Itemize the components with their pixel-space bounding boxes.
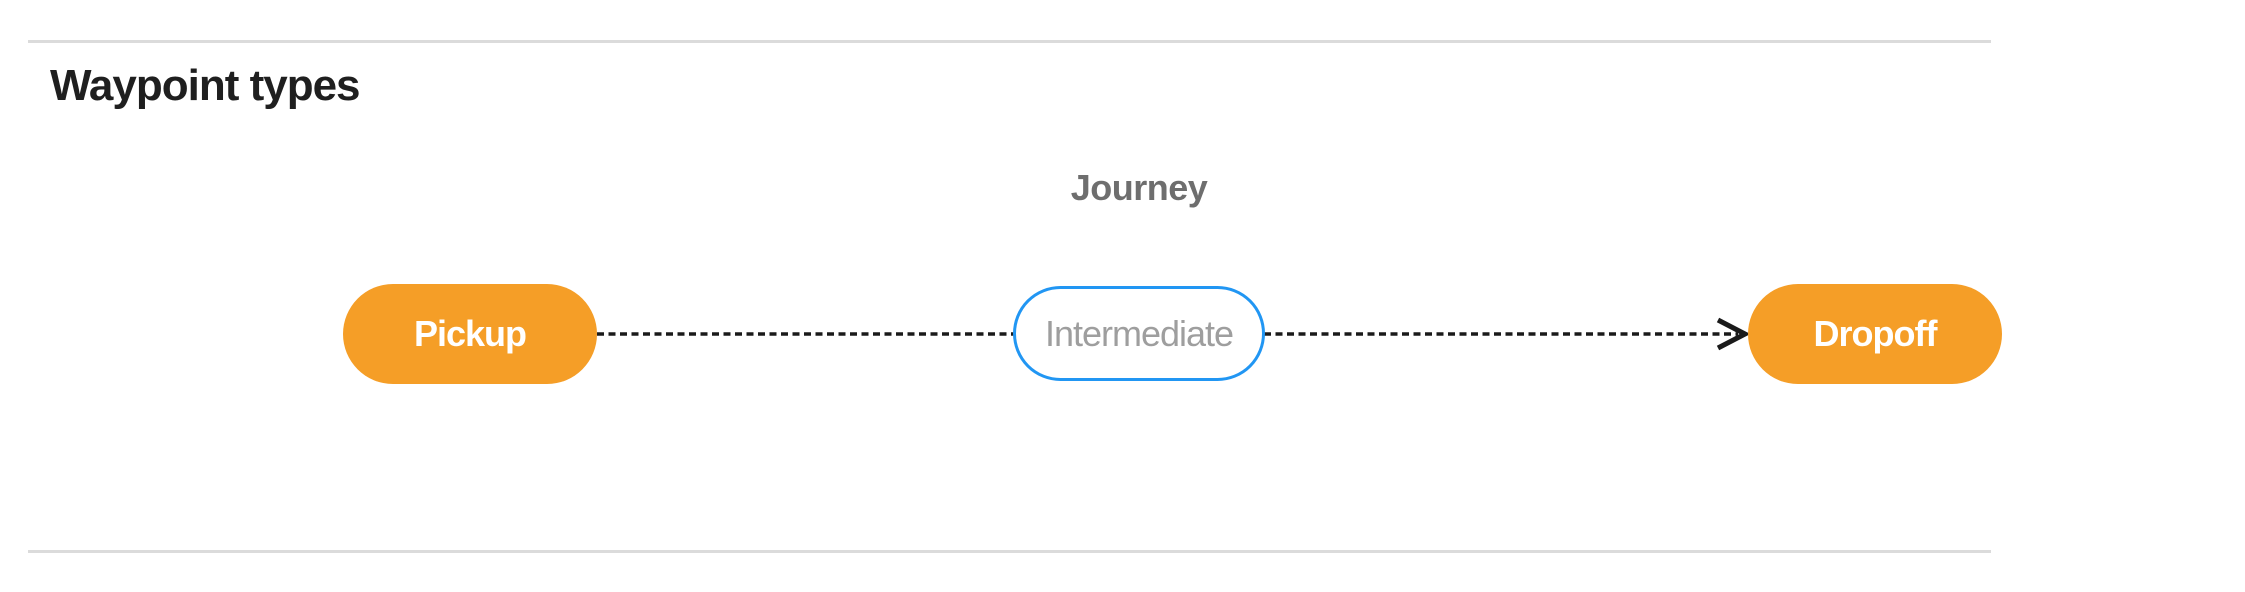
section-divider-top <box>28 40 1991 43</box>
node-dropoff: Dropoff <box>1748 284 2002 384</box>
node-intermediate-label: Intermediate <box>1044 312 1234 354</box>
node-pickup-label: Pickup <box>413 313 527 354</box>
section-divider-bottom <box>28 550 1991 553</box>
journey-label: Journey <box>1070 167 1208 208</box>
arrowhead-icon <box>1716 317 1751 351</box>
node-intermediate: Intermediate <box>1013 286 1265 381</box>
node-dropoff-label: Dropoff <box>1813 313 1938 354</box>
node-pickup: Pickup <box>343 284 597 384</box>
section-title: Waypoint types <box>50 61 361 110</box>
